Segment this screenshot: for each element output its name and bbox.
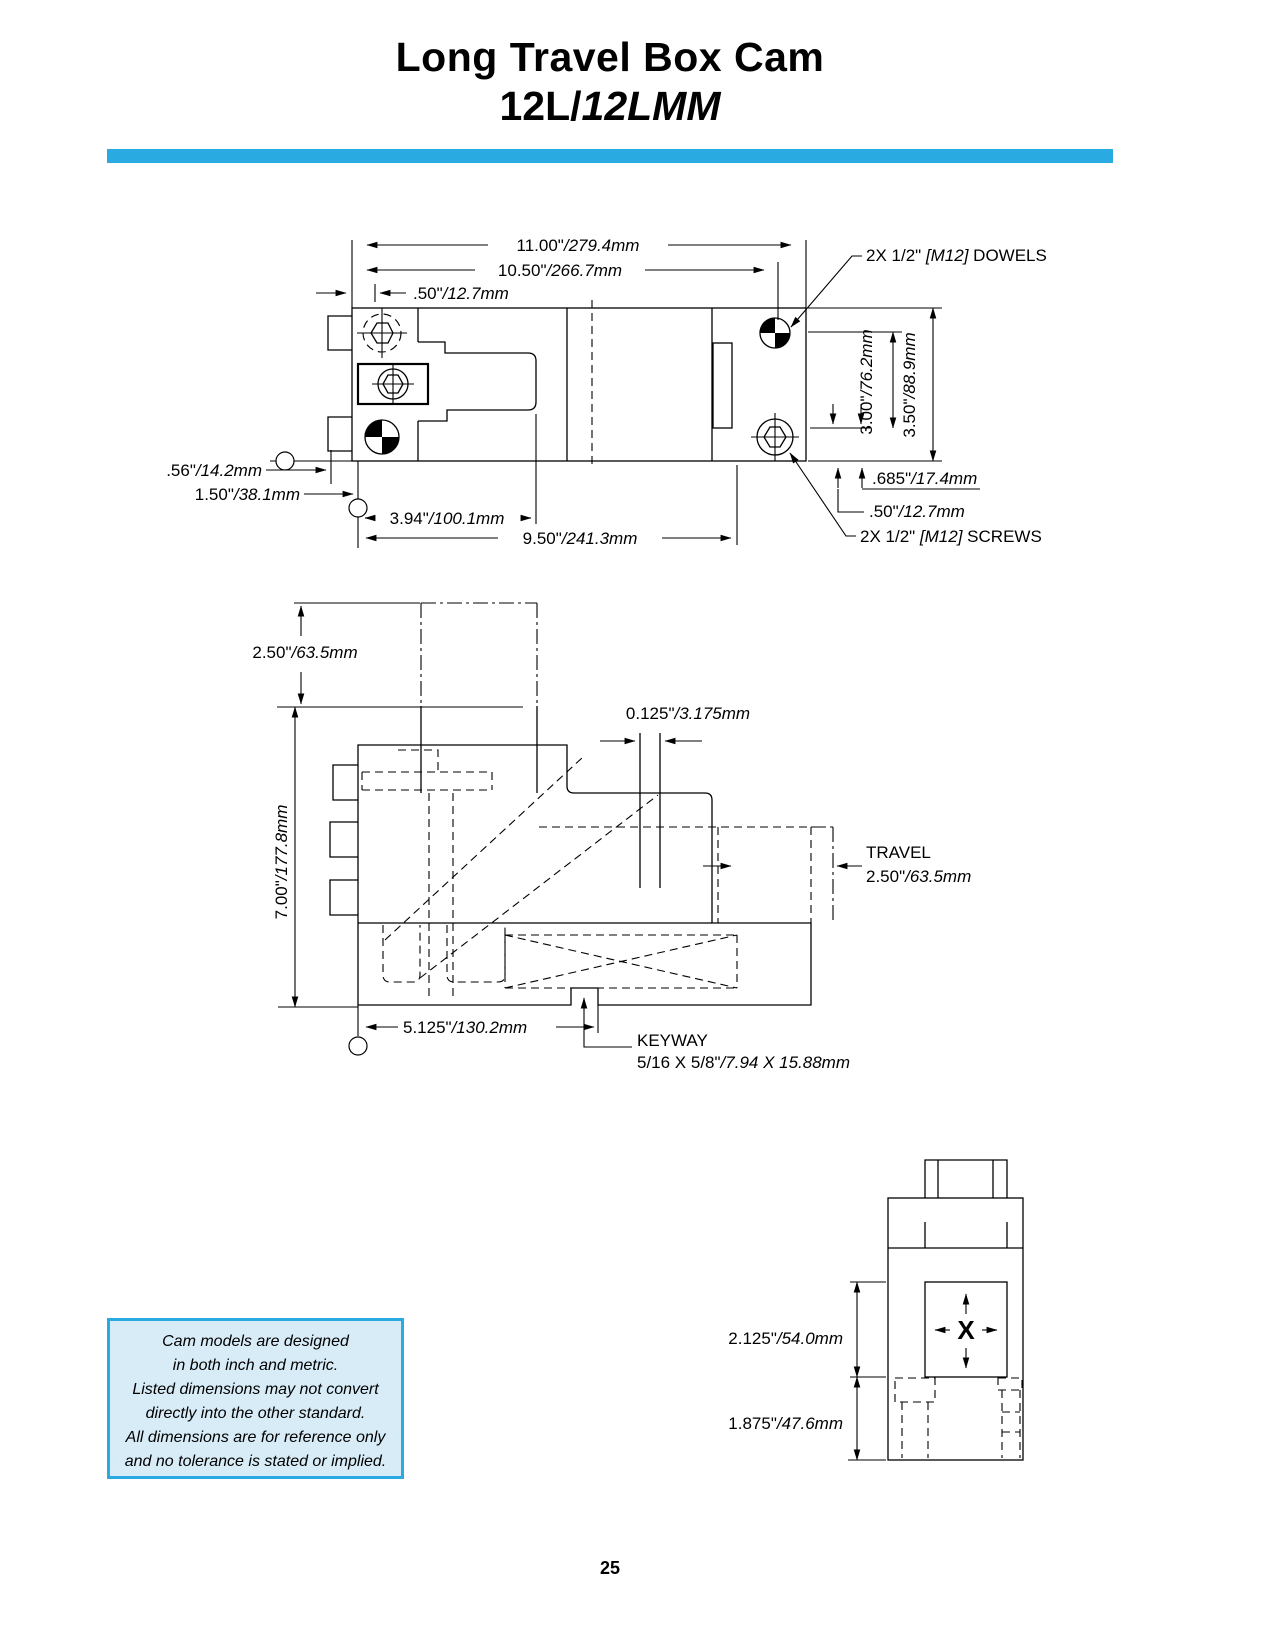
note-line: directly into the other standard. (145, 1405, 366, 1422)
dim-pocket-width: 2.125"/54.0mm (728, 1329, 843, 1348)
title-divider-bar (107, 149, 1113, 163)
top-view-body (327, 300, 807, 469)
note-line: in both inch and metric. (172, 1357, 339, 1374)
travel-label: TRAVEL (866, 843, 931, 862)
end-view-drawing: X 2.125"/54.0mm 1.875"/47.6mm (728, 1159, 1024, 1461)
dim-slot: 0.125"/3.175mm (626, 704, 750, 723)
side-view-body (329, 602, 834, 1006)
title-line1: Long Travel Box Cam (395, 34, 825, 80)
dim-pocket: 3.94"/100.1mm (390, 509, 505, 528)
note-line: Cam models are designed (162, 1333, 349, 1350)
travel-dim: 2.50"/63.5mm (866, 867, 971, 886)
screws-label: 2X 1/2" [M12] SCREWS (860, 527, 1042, 546)
dim-dowel-height: 3.00"/76.2mm (857, 329, 876, 434)
note-line: and no tolerance is stated or implied. (124, 1453, 387, 1470)
dim-dowel-offset: .50"/12.7mm (413, 284, 509, 303)
top-view-drawing: 11.00"/279.4mm 10.50"/266.7mm .50"/12.7m… (166, 236, 1047, 548)
top-view-dimensions: 11.00"/279.4mm 10.50"/266.7mm .50"/12.7m… (166, 236, 1047, 548)
side-view-drawing: 2.50"/63.5mm 7.00"/177.8mm 0.125"/3.175m… (252, 602, 971, 1072)
note-line: Listed dimensions may not convert (132, 1381, 379, 1398)
dim-edge-offset: .56"/14.2mm (166, 461, 262, 480)
end-view-dimensions: X 2.125"/54.0mm 1.875"/47.6mm (728, 1281, 998, 1461)
title-line2: 12L/12LMM (499, 83, 721, 129)
dim-dowel-span: 10.50"/266.7mm (498, 261, 622, 280)
note-box: Cam models are designed in both inch and… (107, 1318, 404, 1479)
dim-body-height: 3.50"/88.9mm (900, 332, 919, 437)
keyway-dim: 5/16 X 5/8"/7.94 X 15.88mm (637, 1053, 850, 1072)
dim-base-height: 1.875"/47.6mm (728, 1414, 843, 1433)
dim-ram-extension: 2.50"/63.5mm (252, 643, 357, 662)
dim-screw-edge: .685"/17.4mm (872, 469, 977, 488)
dim-left-offset: 1.50"/38.1mm (195, 485, 300, 504)
dim-screw-span: 9.50"/241.3mm (523, 529, 638, 548)
dim-screw-offset: .50"/12.7mm (869, 502, 965, 521)
x-label: X (957, 1315, 975, 1345)
dowels-label: 2X 1/2" [M12] DOWELS (866, 246, 1047, 265)
side-view-dimensions: 2.50"/63.5mm 7.00"/177.8mm 0.125"/3.175m… (252, 602, 971, 1072)
keyway-label: KEYWAY (637, 1031, 708, 1050)
page-title: Long Travel Box Cam 12L/12LMM (0, 34, 1220, 130)
end-view-body (887, 1159, 1024, 1461)
dim-keyway-pos: 5.125"/130.2mm (403, 1018, 527, 1037)
note-line: All dimensions are for reference only (125, 1429, 386, 1446)
page-number: 25 (599, 1558, 621, 1578)
dim-overall-width: 11.00"/279.4mm (517, 236, 640, 255)
dim-side-height: 7.00"/177.8mm (272, 805, 291, 920)
